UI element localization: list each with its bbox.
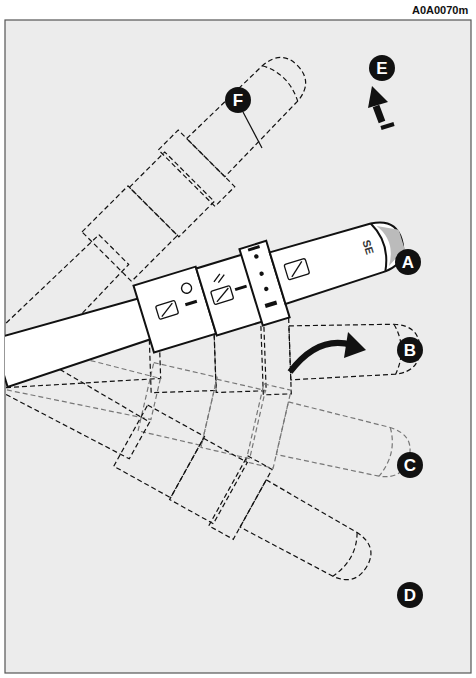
callout-letter: A — [395, 249, 421, 275]
rotation-arrowhead — [344, 332, 366, 358]
pull-arrow-dash — [381, 124, 394, 128]
callout-letter: C — [397, 452, 423, 478]
rotation-arrow — [290, 343, 352, 372]
callout-letter: F — [225, 87, 251, 113]
pull-arrow-shaft — [376, 106, 382, 122]
callout-letter: B — [397, 337, 423, 363]
pull-arrowhead — [368, 86, 388, 108]
callout-letter: E — [369, 55, 395, 81]
ghost-positions — [5, 38, 421, 602]
figure-code: A0A0070m — [412, 4, 468, 16]
main-stalk — [5, 203, 414, 402]
leader-line — [243, 112, 262, 148]
callout-letter: D — [397, 582, 423, 608]
